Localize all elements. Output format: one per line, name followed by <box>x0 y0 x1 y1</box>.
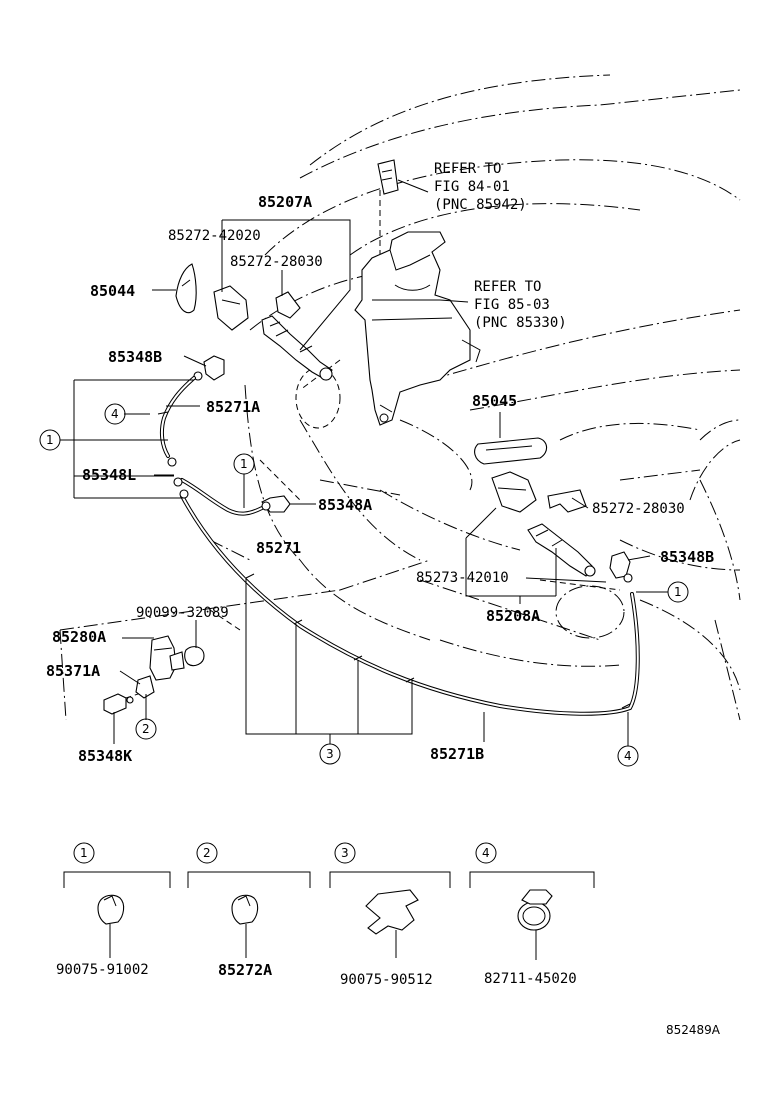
svg-text:1: 1 <box>240 457 248 471</box>
ref2-line1: REFER TO <box>474 279 541 295</box>
joint-85348L <box>167 457 189 499</box>
svg-text:2: 2 <box>203 846 211 860</box>
check-valve-left-upper <box>193 355 225 381</box>
legend-item-2: 2 85272A <box>187 842 311 979</box>
label-85371A: 85371A <box>46 662 100 680</box>
label-85045: 85045 <box>472 392 517 410</box>
label-85348L: 85348L <box>82 466 136 484</box>
legend-part-2: 85272A <box>218 961 272 979</box>
label-85271A: 85271A <box>206 398 260 416</box>
hose-clamps <box>157 411 631 709</box>
label-85207A: 85207A <box>258 193 312 211</box>
left-headlamp-cleaner <box>175 263 333 381</box>
label-85044: 85044 <box>90 282 135 300</box>
callout-circles: 4 1 1 2 3 1 4 <box>39 403 689 767</box>
clip-2-icon <box>231 894 259 925</box>
label-85271: 85271 <box>256 539 301 557</box>
ref2-line2: FIG 85-03 <box>474 297 550 313</box>
callout-4-left <box>104 403 126 425</box>
label-85348K: 85348K <box>78 747 132 765</box>
svg-text:1: 1 <box>80 846 88 860</box>
ref1-line3: (PNC 85942) <box>434 197 527 213</box>
label-85348B-right: 85348B <box>660 548 714 566</box>
washer-pump <box>103 635 205 715</box>
ref1-line1: REFER TO <box>434 161 501 177</box>
clip-1-icon <box>97 894 125 925</box>
check-valve-85348A <box>261 495 291 513</box>
callout-1-mid <box>233 453 255 475</box>
label-85272-28030-left: 85272-28030 <box>230 254 323 270</box>
svg-text:1: 1 <box>674 585 682 599</box>
svg-text:1: 1 <box>46 433 54 447</box>
right-headlamp-cleaner <box>474 437 633 583</box>
label-85348B-left: 85348B <box>108 348 162 366</box>
svg-text:4: 4 <box>482 846 490 860</box>
legend-part-4: 82711-45020 <box>484 971 577 987</box>
hose-85271B <box>180 494 640 716</box>
callout-3 <box>319 743 341 765</box>
label-85271B: 85271B <box>430 745 484 763</box>
reference-notes: REFER TO FIG 84-01 (PNC 85942) REFER TO … <box>434 161 567 331</box>
leader-lines <box>60 179 668 746</box>
label-85272-42020: 85272-42020 <box>168 228 261 244</box>
callout-4-right <box>617 745 639 767</box>
callout-1-left <box>39 429 61 451</box>
svg-text:3: 3 <box>326 747 334 761</box>
legend-item-4: 4 82711-45020 <box>469 842 595 987</box>
clip-3-icon <box>365 889 419 935</box>
label-85272-28030-right: 85272-28030 <box>592 501 685 517</box>
legend-part-1: 90075-91002 <box>56 962 149 978</box>
label-85348A: 85348A <box>318 496 372 514</box>
svg-text:2: 2 <box>142 722 150 736</box>
callout-2 <box>135 718 157 740</box>
hose-85271 <box>180 478 264 516</box>
figure-id: 852489A <box>666 1023 721 1037</box>
legend: 1 90075-91002 2 85272A 3 90075-90512 <box>56 842 595 988</box>
legend-item-1: 1 90075-91002 <box>56 842 171 978</box>
callout-1-right <box>667 581 689 603</box>
label-85273-42010: 85273-42010 <box>416 570 509 586</box>
hose-85271A <box>159 376 196 458</box>
washer-tank <box>354 231 481 426</box>
label-90099-32089: 90099-32089 <box>136 605 229 621</box>
svg-text:3: 3 <box>341 846 349 860</box>
relay-bracket <box>377 159 399 195</box>
ref1-line2: FIG 84-01 <box>434 179 510 195</box>
label-85280A: 85280A <box>52 628 106 646</box>
legend-item-3: 3 90075-90512 <box>329 842 451 988</box>
legend-part-3: 90075-90512 <box>340 972 433 988</box>
svg-text:4: 4 <box>624 749 632 763</box>
label-85208A: 85208A <box>486 607 540 625</box>
svg-text:4: 4 <box>111 407 119 421</box>
part-labels: 85207A 85272-42020 85272-28030 85044 853… <box>46 193 714 765</box>
ref2-line3: (PNC 85330) <box>474 315 567 331</box>
